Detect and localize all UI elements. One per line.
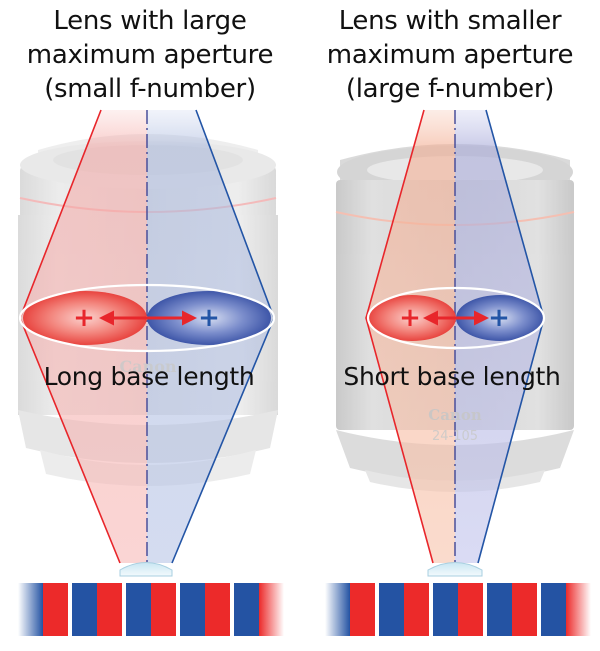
- red-pupil-area-right: [368, 295, 456, 341]
- pupil-left: [18, 283, 276, 353]
- sensor-stripe-blue-fade: [325, 583, 350, 636]
- title-line: (small f-number): [44, 74, 256, 104]
- title-line: Lens with smaller: [338, 6, 562, 36]
- aperture-outline-left: [18, 283, 276, 353]
- sensor-microlens-left: [119, 562, 173, 577]
- sensor-stripe-red: [97, 583, 122, 636]
- pupil-right: [366, 286, 546, 350]
- panel-title-right: Lens with smaller maximum aperture (larg…: [300, 4, 600, 106]
- sensor-stripe-blue: [433, 583, 458, 636]
- sensor-stripe-red: [205, 583, 230, 636]
- lens-marking-brand-left: Canon: [119, 357, 176, 376]
- base-length-label-right: Short base length: [343, 362, 561, 391]
- lens-marking-focal-right: 24-105: [432, 429, 478, 444]
- title-line: Lens with large: [53, 6, 247, 36]
- sensor-strip-right: [325, 583, 591, 636]
- sensor-stripe-blue: [126, 583, 151, 636]
- sensor-stripe-red: [350, 583, 375, 636]
- sensor-stripe-red: [151, 583, 176, 636]
- sensor-microlens-right: [427, 562, 483, 577]
- title-line: maximum aperture: [26, 40, 274, 70]
- plus-red-right: +: [399, 303, 421, 333]
- sensor-stripe-blue: [379, 583, 404, 636]
- panel-title-left: Lens with large maximum aperture (small …: [0, 4, 300, 106]
- sensor-stripe-blue: [72, 583, 97, 636]
- sensor-stripe-blue: [487, 583, 512, 636]
- plus-blue-left: +: [198, 303, 220, 333]
- sensor-strip-left: [18, 583, 284, 636]
- blue-pupil-area-right: [456, 295, 544, 341]
- sensor-stripe-blue: [541, 583, 566, 636]
- aperture-outline-right: [366, 286, 546, 350]
- sensor-stripe-red: [43, 583, 68, 636]
- title-line: (large f-number): [345, 74, 555, 104]
- red-pupil-area-left: [23, 291, 147, 345]
- sensor-stripe-blue-fade: [18, 583, 43, 636]
- blue-pupil-area-left: [147, 291, 271, 345]
- base-length-label-left: Long base length: [43, 362, 255, 391]
- sensor-stripe-red-fade: [566, 583, 591, 636]
- sensor-stripe-red: [512, 583, 537, 636]
- sensor-stripe-red: [458, 583, 483, 636]
- plus-blue-right: +: [488, 303, 510, 333]
- plus-red-left: +: [73, 303, 95, 333]
- lens-marking-brand-right: Canon: [428, 406, 482, 424]
- sensor-stripe-blue: [234, 583, 259, 636]
- sensor-stripe-red: [404, 583, 429, 636]
- sensor-stripe-blue: [180, 583, 205, 636]
- title-line: maximum aperture: [326, 40, 574, 70]
- sensor-stripe-red-fade: [259, 583, 284, 636]
